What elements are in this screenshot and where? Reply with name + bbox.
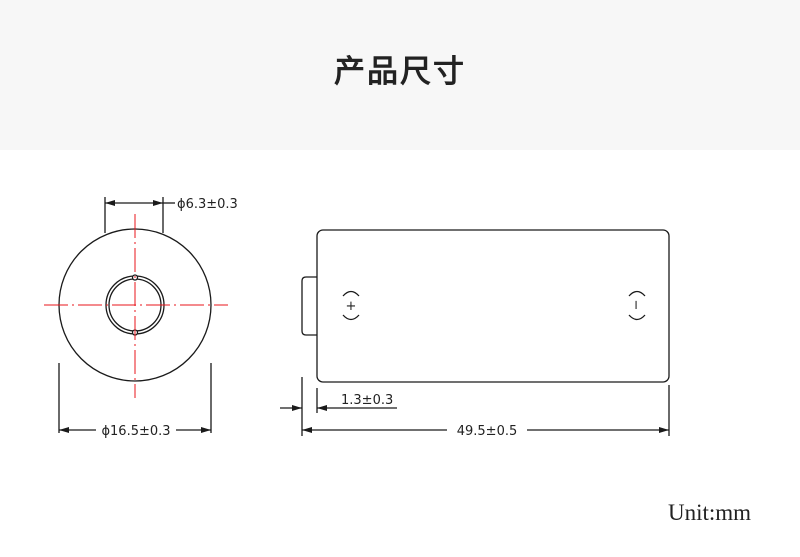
negative-mark: − — [628, 300, 643, 311]
battery-body — [316, 229, 670, 383]
header-band — [0, 0, 800, 150]
side-view — [280, 229, 670, 436]
positive-mark: + — [346, 299, 357, 314]
centerlines — [44, 214, 228, 398]
outer-diameter-label: ϕ16.5±0.3 — [101, 424, 170, 439]
positive-terminal — [301, 276, 317, 336]
length-label: 49.5±0.5 — [457, 424, 518, 439]
page-title: 产品尺寸 — [334, 54, 466, 90]
inner-diameter-label: ϕ6.3±0.3 — [177, 197, 238, 212]
terminal-height-label: 1.3±0.3 — [341, 393, 393, 408]
unit-label: Unit:mm — [668, 500, 752, 525]
end-view — [44, 197, 228, 433]
